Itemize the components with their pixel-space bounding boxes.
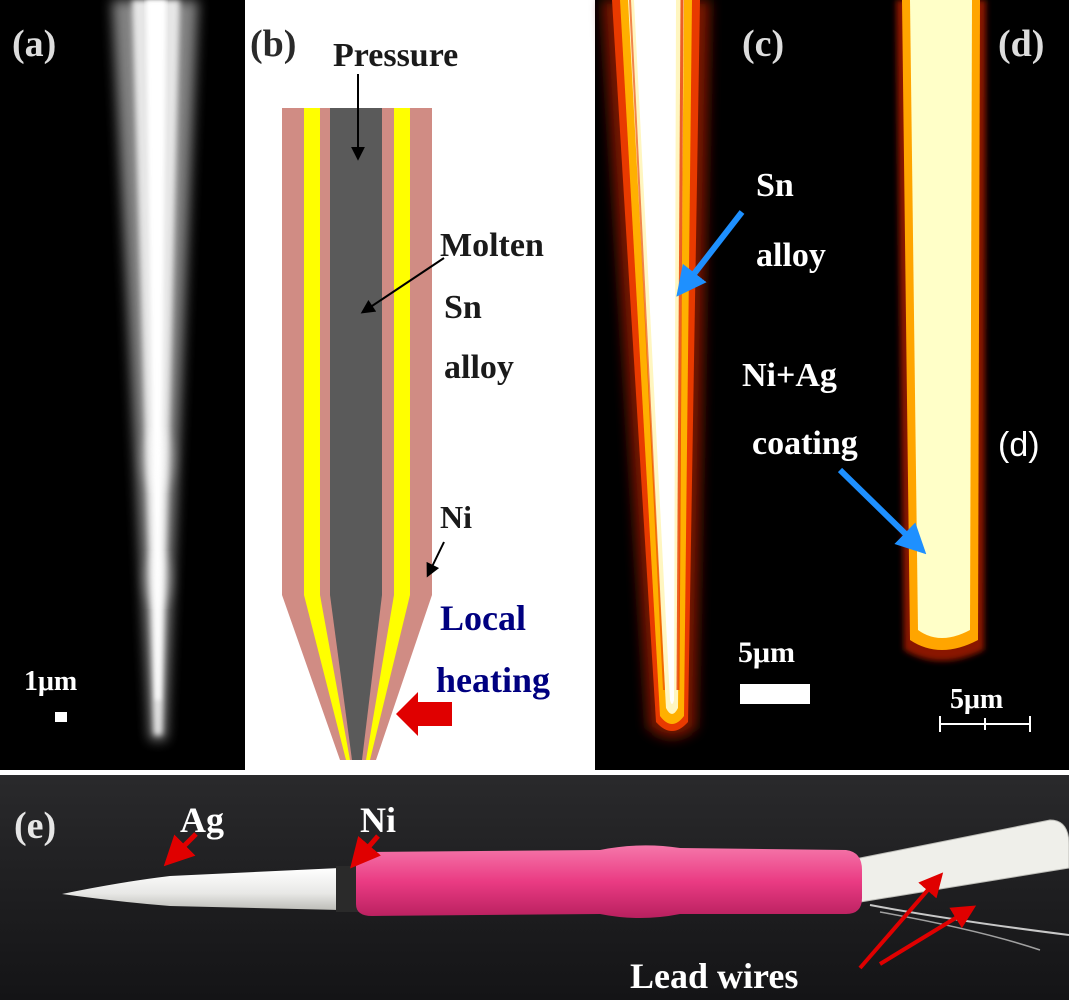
panel-c-scale-bar — [740, 684, 810, 704]
panel-d-coating-label: coating — [752, 425, 858, 462]
panel-d-wire — [896, 0, 986, 661]
panel-b-ni-label: Ni — [440, 499, 472, 535]
panel-e-ag-label: Ag — [180, 800, 224, 840]
panel-d-extra-label: (d) — [998, 426, 1040, 464]
panel-b-heating-arrow — [396, 692, 452, 736]
panel-b-label: (b) — [250, 23, 296, 65]
panel-b-alloy-label: alloy — [444, 349, 514, 386]
panel-a-label: (a) — [12, 23, 56, 65]
panel-e-ag-arrow — [163, 832, 198, 867]
panel-c-label: (c) — [742, 23, 784, 65]
panel-b-core — [330, 108, 382, 760]
panel-e-ni-arrow — [350, 834, 382, 869]
panel-b: (b) Pressure Molten Sn alloy Ni Local he… — [245, 0, 595, 770]
panel-c: (c) Sn alloy 5μm — [595, 0, 875, 770]
panel-e-lead-arrow-2 — [878, 905, 977, 966]
panel-e-pink-sleeve — [356, 845, 862, 918]
panel-a-scale-bar — [55, 712, 67, 722]
panel-a-scale-label: 1μm — [24, 666, 77, 697]
panel-c-scale-label: 5μm — [738, 636, 795, 669]
panel-b-local-label: Local — [440, 598, 526, 638]
panel-d-niag-label: Ni+Ag — [742, 357, 837, 394]
panel-b-molten-label: Molten — [440, 227, 544, 264]
panel-e-label: (e) — [14, 805, 56, 847]
panel-b-sn-label: Sn — [444, 289, 482, 326]
panel-d: (d) Ni+Ag coating (d) 5μm — [742, 0, 1069, 770]
panel-b-pressure-label: Pressure — [333, 37, 458, 74]
panel-d-label: (d) — [998, 23, 1044, 65]
panel-d-arrow — [837, 467, 927, 555]
panel-c-wire — [602, 0, 710, 738]
panel-b-molten-arrow — [360, 257, 445, 314]
panel-e: (e) Ag Ni Lead wires — [0, 770, 1069, 1000]
panel-b-ni-arrow — [426, 541, 445, 578]
panel-c-sn-label: Sn — [756, 167, 794, 204]
panel-a: (a) 1μm — [0, 0, 245, 770]
panel-e-probe — [62, 819, 1069, 951]
panel-d-scale-label: 5μm — [950, 684, 1003, 715]
panel-c-alloy-label: alloy — [756, 237, 826, 274]
panel-b-schematic — [282, 108, 432, 760]
panel-e-white-cable — [839, 819, 1069, 905]
panel-e-lead-wires-label: Lead wires — [630, 956, 798, 996]
panel-b-heating-label: heating — [436, 660, 550, 700]
panel-e-silver-tip — [62, 868, 340, 910]
panel-c-arrow — [676, 210, 745, 297]
panel-e-lead-arrow-1 — [858, 872, 944, 970]
panel-e-ni-label: Ni — [360, 800, 396, 840]
panel-a-fiber-tip — [112, 0, 198, 740]
panel-d-scale-bar — [939, 716, 1031, 732]
